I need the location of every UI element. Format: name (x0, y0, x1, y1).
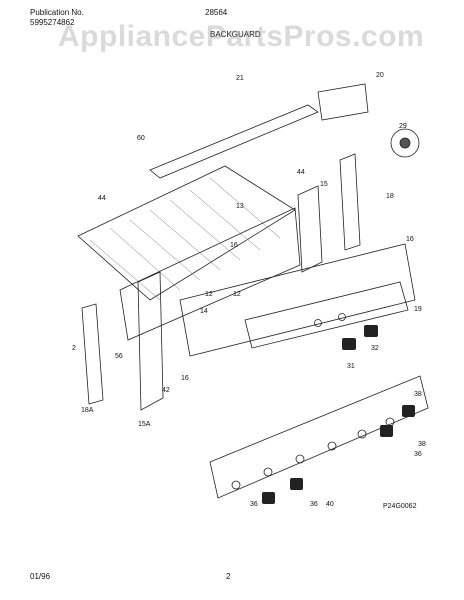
callout: 36 (414, 451, 422, 458)
knob-part-circle (390, 128, 420, 158)
insulation-panel (77, 165, 296, 301)
publication-number: 5995274862 (30, 18, 75, 27)
callout: 16 (406, 236, 414, 243)
side-bracket-mid (297, 185, 323, 273)
callout: 38 (414, 391, 422, 398)
callout: 18A (81, 407, 94, 414)
model-number: 28564 (205, 8, 228, 17)
side-bracket-right (339, 153, 361, 251)
knob-38b (380, 425, 393, 437)
callout: 20 (376, 72, 384, 79)
callout: 18 (386, 193, 394, 200)
callout: 16 (181, 375, 189, 382)
callout: 12 (205, 291, 213, 298)
bracket-18a (81, 303, 104, 405)
callout: 42 (162, 387, 170, 394)
callout: 36 (310, 501, 318, 508)
callout: 60 (137, 135, 145, 142)
control-panel-part (179, 243, 416, 357)
knob-32 (364, 325, 378, 337)
control-panel-inner (244, 281, 409, 349)
callout: 14 (200, 308, 208, 315)
callout: 15 (320, 181, 328, 188)
callout: 13 (236, 203, 244, 210)
callout: 36 (250, 501, 258, 508)
callout: 19 (414, 306, 422, 313)
callout: 2 (72, 345, 76, 352)
callout: 31 (347, 363, 355, 370)
section-title: BACKGUARD (210, 30, 261, 39)
site-watermark: AppliancePartsPros.com (58, 20, 425, 53)
side-bracket-left (137, 271, 164, 411)
callout: 16 (230, 242, 238, 249)
callout: 56 (115, 353, 123, 360)
publication-label: Publication No. (30, 8, 84, 17)
callout: 29 (399, 123, 407, 130)
callout: 40 (326, 501, 334, 508)
top-trim-part (149, 104, 319, 179)
manifold-panel-part (209, 375, 429, 499)
knob-38a (402, 405, 415, 417)
knob-center (399, 137, 411, 149)
callout: 32 (371, 345, 379, 352)
rear-panel (119, 207, 301, 341)
diagram-code: P24G0062 (383, 503, 417, 510)
knob-31 (342, 338, 356, 350)
knob-36b (290, 478, 303, 490)
footer-date: 01/96 (30, 572, 51, 581)
callout: 44 (98, 195, 106, 202)
callout: 38 (418, 441, 426, 448)
callout: 44 (297, 169, 305, 176)
footer-page: 2 (226, 572, 231, 581)
knob-36a (262, 492, 275, 504)
display-board-part (317, 83, 369, 121)
callout: 21 (236, 75, 244, 82)
callout: 12 (233, 291, 241, 298)
callout: 15A (138, 421, 151, 428)
